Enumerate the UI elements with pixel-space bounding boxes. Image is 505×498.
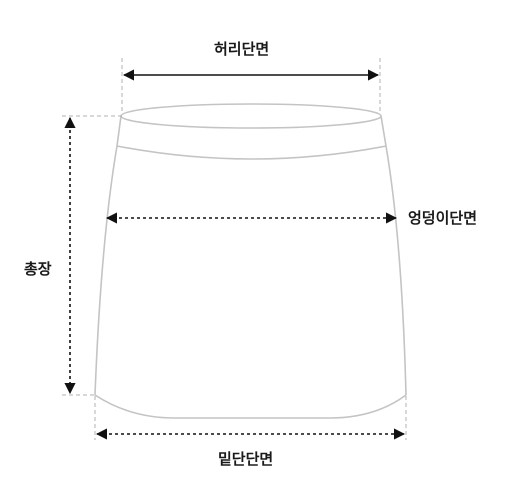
hip-width-label: 엉덩이단면	[408, 209, 478, 227]
measurement-arrows	[64, 69, 406, 440]
skirt-right-side	[385, 145, 407, 396]
skirt-outline	[94, 103, 407, 419]
skirt-hem-curve	[94, 394, 407, 419]
waist-width-label: 허리단면	[214, 40, 270, 58]
waistband-bottom-curve	[116, 145, 387, 160]
skirt-left-side	[94, 145, 118, 396]
guide-lines	[62, 58, 407, 440]
waistband-left-edge	[116, 115, 122, 147]
waistband-top-ellipse	[120, 103, 382, 129]
hem-width-label: 밑단단면	[218, 450, 274, 468]
total-length-label: 총장	[24, 260, 52, 278]
waistband-right-edge	[380, 115, 387, 147]
